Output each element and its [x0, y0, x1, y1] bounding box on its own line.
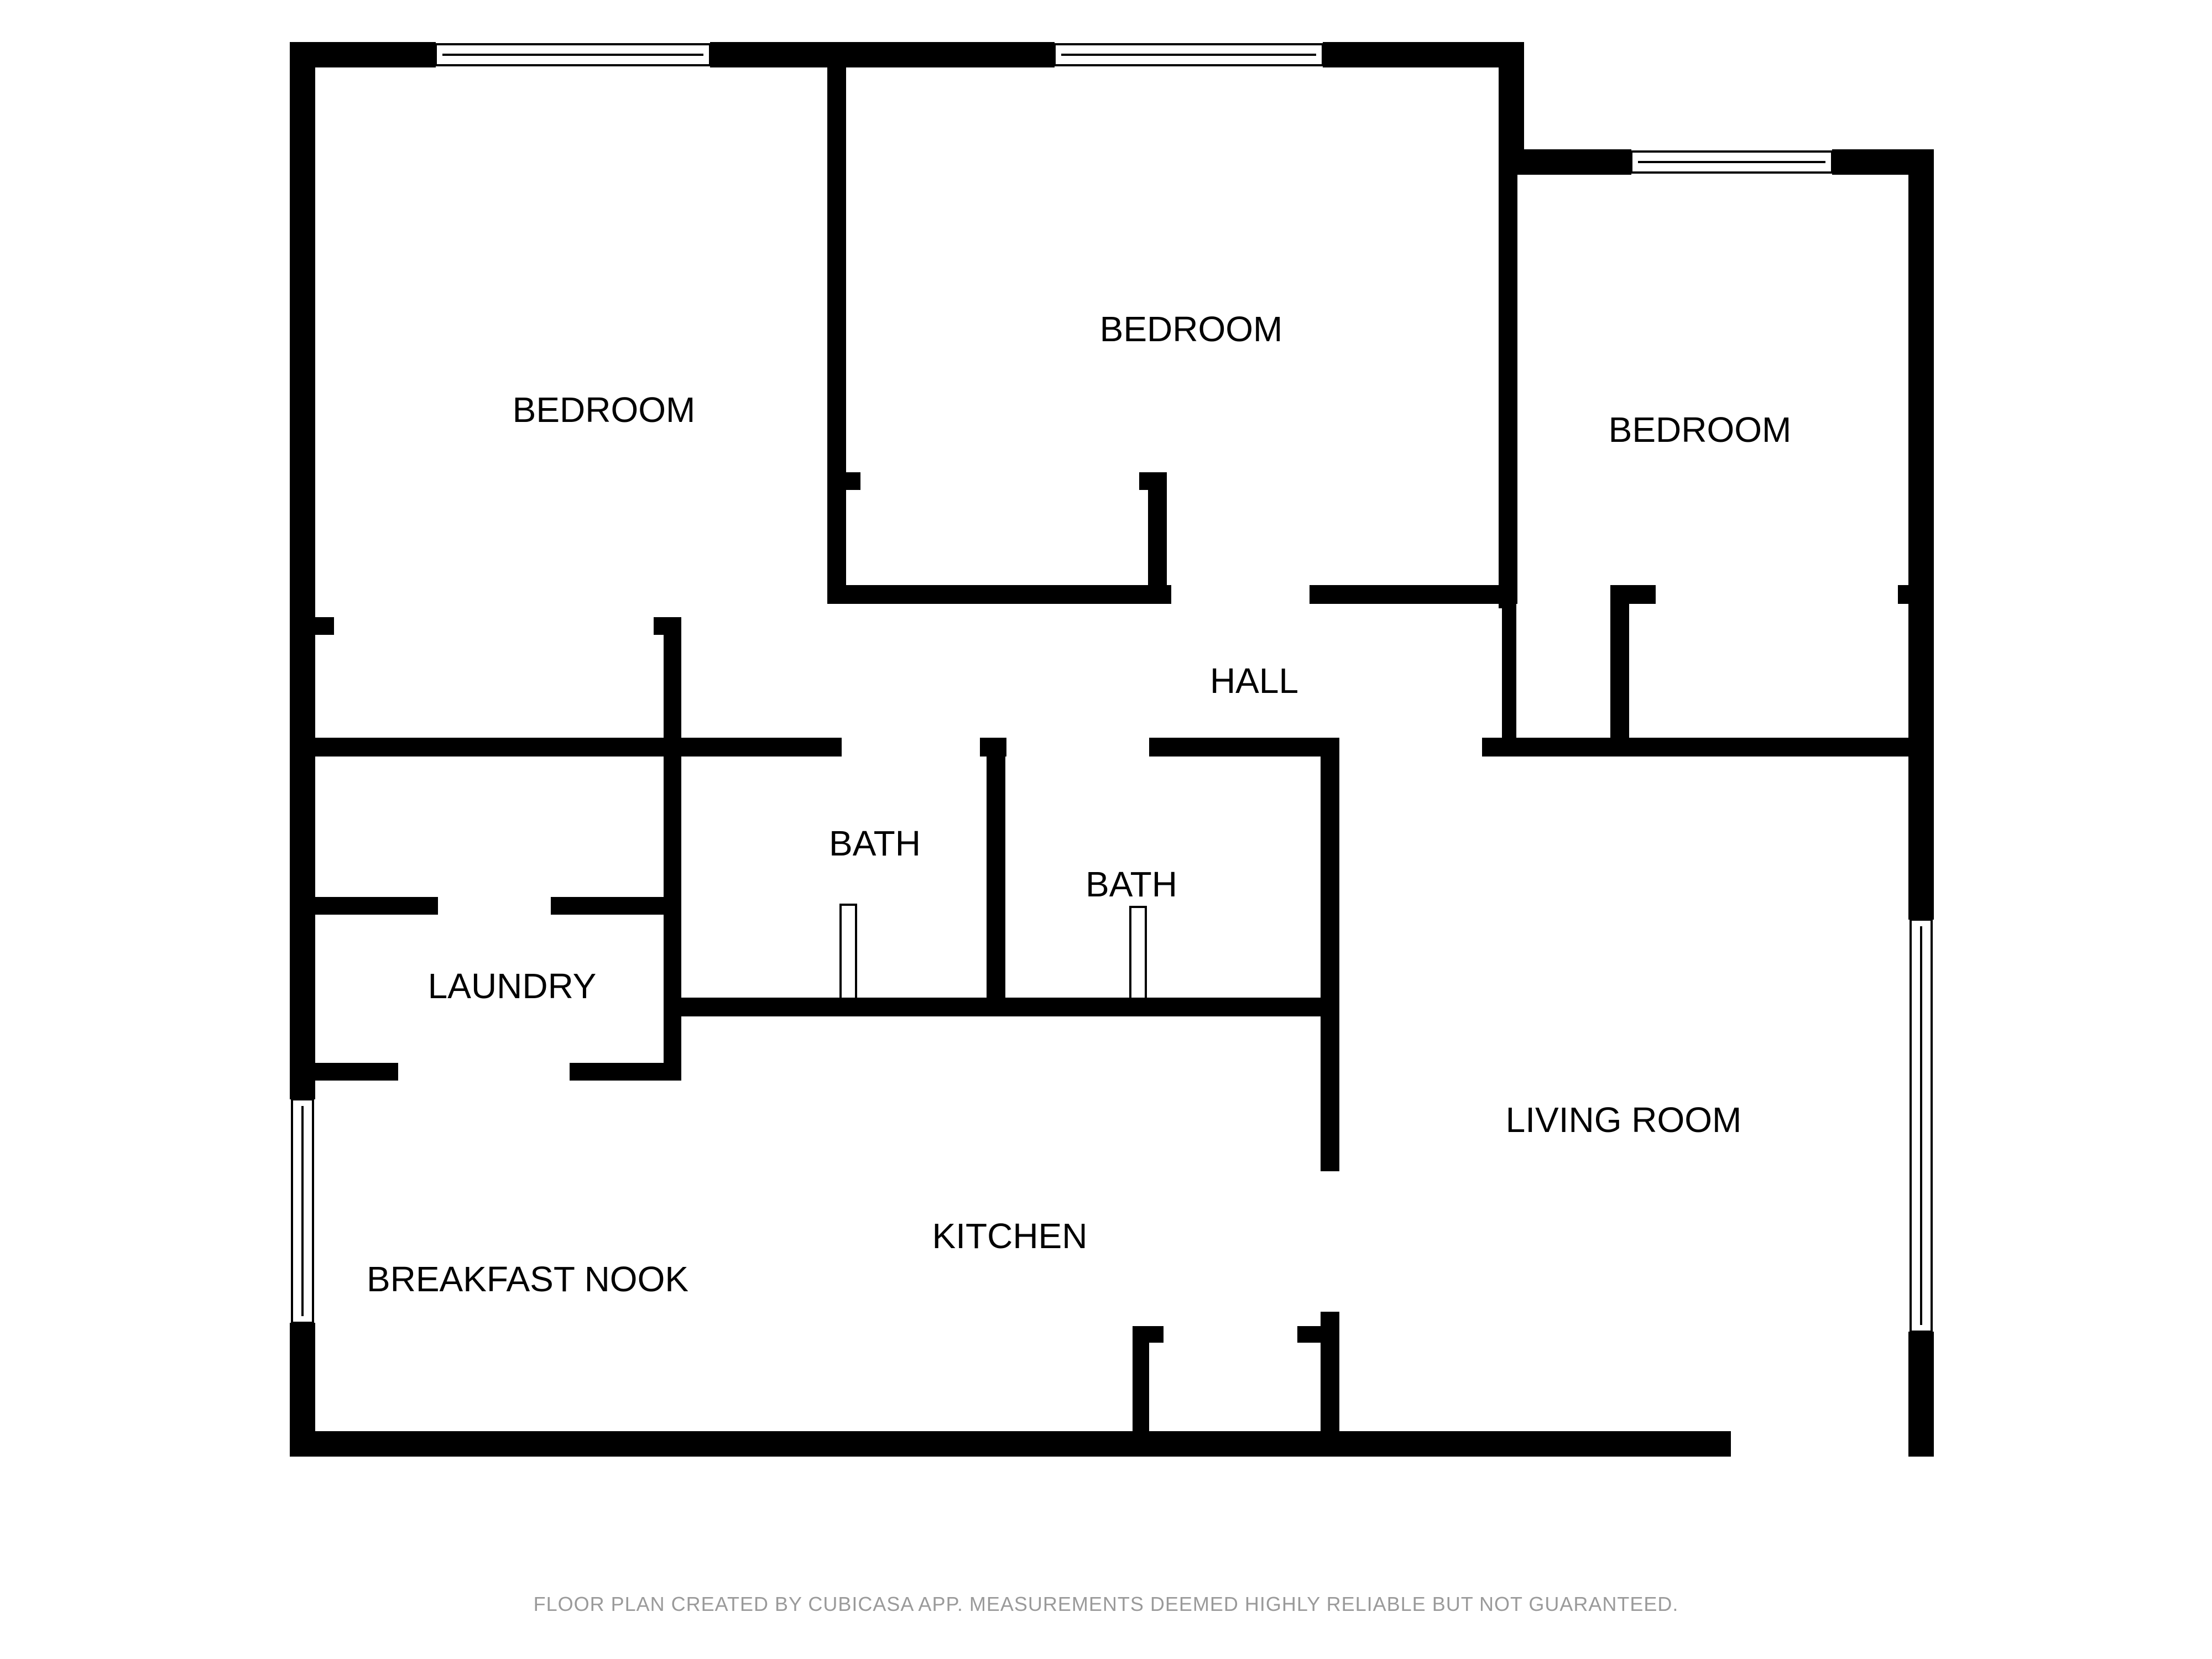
bedroom1-closet-wall-right [664, 617, 681, 755]
room-labels: BEDROOM BEDROOM BEDROOM HALL BATH BATH L… [367, 309, 1791, 1299]
bedroom2-wall-bottom-a [827, 585, 1171, 604]
pantry-wall-left [1133, 1326, 1149, 1457]
bath2-shower-divider [1129, 906, 1147, 1000]
room-label-living-room: LIVING ROOM [1506, 1100, 1742, 1140]
middle-wall-left [290, 738, 842, 757]
bedroom1-closet-wall-top-a [290, 617, 334, 635]
bedroom3-closet-wall-top-b [1898, 585, 1923, 604]
room-label-bedroom-1: BEDROOM [513, 390, 696, 430]
room-label-breakfast-nook: BREAKFAST NOOK [367, 1259, 688, 1299]
middle-wall-right-b [1502, 738, 1934, 757]
middle-wall-center-b [1149, 738, 1339, 757]
outer-wall-top-mid [1323, 42, 1524, 67]
bedroom3-wall-left [1499, 160, 1516, 608]
bath2-right-wall [1321, 738, 1339, 1171]
outer-wall-bottom [290, 1431, 1731, 1457]
walls [290, 42, 1934, 1457]
outer-wall-right-lower [1908, 1332, 1934, 1457]
pantry-wall-top-a [1133, 1326, 1164, 1343]
outer-wall-right-upper [1908, 149, 1934, 920]
bedroom2-wall-bottom-b [1310, 585, 1506, 604]
outer-wall-top-left-mid [710, 42, 1055, 67]
outer-wall-left-lower [290, 1323, 315, 1457]
room-label-laundry: LAUNDRY [428, 966, 597, 1006]
laundry-wall-bottom-a [290, 1063, 398, 1081]
bath-bottom-wall [664, 998, 1339, 1016]
bedroom2-closet-wall-right [1148, 472, 1167, 601]
windows [291, 43, 1933, 1333]
room-label-bedroom-3: BEDROOM [1609, 410, 1792, 450]
footer-disclaimer: FLOOR PLAN CREATED BY CUBICASA APP. MEAS… [533, 1593, 1679, 1615]
outer-wall-left-upper [290, 42, 315, 1099]
room-label-bedroom-2: BEDROOM [1100, 309, 1283, 349]
laundry-wall-top-b [551, 897, 681, 915]
laundry-wall-top-a [290, 897, 438, 915]
bedroom2-closet-wall-left-stub [827, 472, 860, 490]
fixtures [839, 904, 1147, 1000]
bath-divider-wall [987, 738, 1005, 1016]
room-label-bath-2: BATH [1086, 864, 1177, 904]
bedroom2-wall-left [827, 55, 846, 604]
bedroom3-closet-wall-left [1610, 585, 1629, 750]
room-label-hall: HALL [1210, 661, 1298, 701]
room-label-bath-1: BATH [829, 823, 921, 863]
bath1-shower-divider [839, 904, 857, 1000]
bedroom3-wall-left-lower [1502, 604, 1516, 747]
room-label-kitchen: KITCHEN [932, 1216, 1088, 1256]
outer-wall-top-right-a [1499, 149, 1631, 175]
pantry-wall-top-b [1297, 1326, 1339, 1343]
laundry-wall-bottom-b [570, 1063, 681, 1081]
